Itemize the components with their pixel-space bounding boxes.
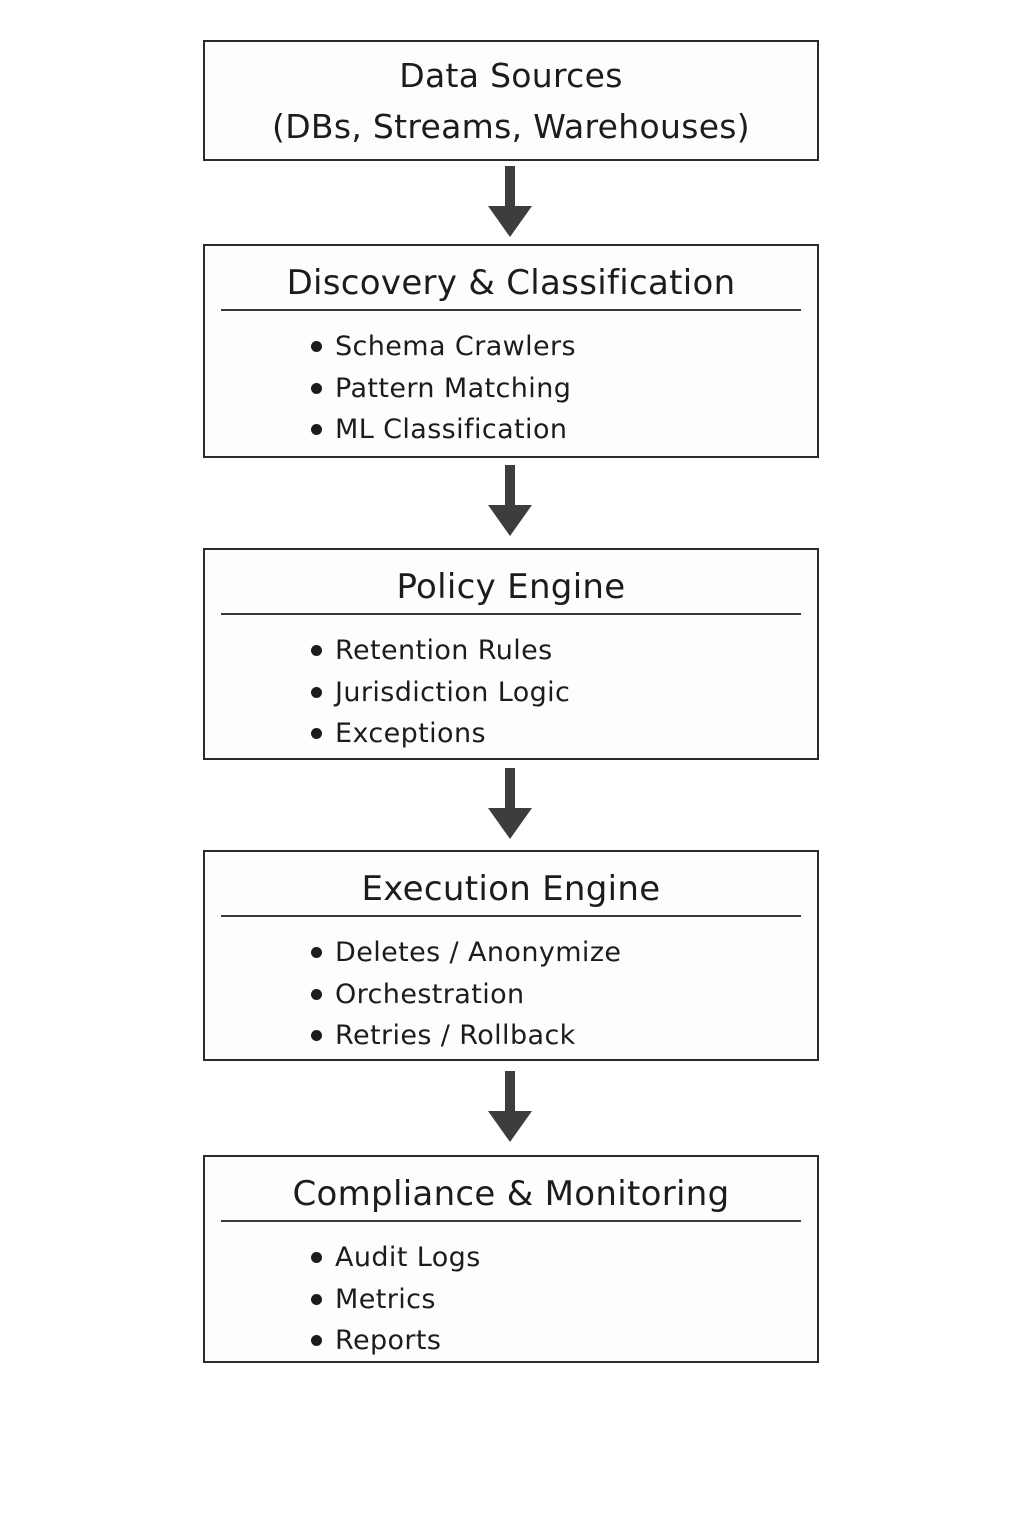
bullet-icon	[311, 1252, 322, 1263]
list-item: Schema Crawlers	[309, 326, 576, 368]
stage-title: Compliance & Monitoring	[292, 1174, 730, 1214]
stage-item-list: Schema Crawlers Pattern Matching ML Clas…	[309, 326, 576, 451]
bullet-icon	[311, 988, 322, 1000]
stage-title: Execution Engine	[361, 869, 661, 909]
flow-arrow-down-icon	[488, 1071, 532, 1142]
bullet-icon	[311, 341, 322, 352]
stage-divider	[221, 613, 801, 615]
data-sources-subtitle: (DBs, Streams, Warehouses)	[272, 106, 750, 146]
stage-divider	[221, 1220, 801, 1222]
list-item: Retries / Rollback	[309, 1015, 621, 1057]
bullet-icon	[311, 1335, 322, 1346]
list-item-label: Pattern Matching	[335, 372, 572, 404]
stage-box-discovery: Discovery & Classification Schema Crawle…	[203, 244, 819, 458]
stage-item-list: Deletes / Anonymize Orchestration Retrie…	[309, 932, 621, 1057]
list-item-label: Deletes / Anonymize	[335, 937, 622, 968]
flow-arrow-down-icon	[488, 768, 532, 839]
flow-arrow-down-icon	[488, 465, 532, 536]
list-item: Audit Logs	[309, 1237, 481, 1279]
list-item-label: ML Classification	[335, 414, 568, 445]
list-item-label: Orchestration	[335, 978, 525, 1010]
stage-box-policy: Policy Engine Retention Rules Jurisdicti…	[203, 548, 819, 760]
list-item: Reports	[309, 1320, 481, 1362]
stage-item-list: Retention Rules Jurisdiction Logic Excep…	[309, 630, 570, 755]
bullet-icon	[311, 382, 322, 394]
list-item: Pattern Matching	[309, 368, 576, 410]
list-item: Exceptions	[309, 713, 570, 755]
data-sources-title: Data Sources	[399, 55, 623, 95]
list-item-label: Exceptions	[335, 718, 486, 749]
list-item: Orchestration	[309, 974, 621, 1016]
list-item: Metrics	[309, 1279, 481, 1321]
bullet-icon	[311, 645, 322, 656]
stage-item-list: Audit Logs Metrics Reports	[309, 1237, 481, 1362]
stage-title: Discovery & Classification	[286, 263, 736, 303]
list-item-label: Schema Crawlers	[335, 331, 576, 362]
list-item: Deletes / Anonymize	[309, 932, 621, 974]
bullet-icon	[311, 728, 322, 739]
list-item-label: Audit Logs	[335, 1242, 481, 1273]
bullet-icon	[311, 947, 322, 958]
bullet-icon	[311, 1293, 322, 1305]
list-item-label: Metrics	[335, 1283, 436, 1315]
stage-divider	[221, 915, 801, 917]
stage-title: Policy Engine	[396, 567, 626, 607]
list-item-label: Reports	[335, 1325, 442, 1356]
bullet-icon	[311, 1030, 322, 1041]
stage-divider	[221, 309, 801, 311]
list-item: Retention Rules	[309, 630, 570, 672]
list-item-label: Jurisdiction Logic	[335, 676, 571, 708]
list-item: Jurisdiction Logic	[309, 672, 570, 714]
list-item: ML Classification	[309, 409, 576, 451]
stage-box-compliance: Compliance & Monitoring Audit Logs Metri…	[203, 1155, 819, 1363]
bullet-icon	[311, 424, 322, 435]
list-item-label: Retention Rules	[335, 635, 553, 666]
bullet-icon	[311, 686, 322, 698]
data-sources-box: Data Sources (DBs, Streams, Warehouses)	[203, 40, 819, 161]
flow-arrow-down-icon	[488, 166, 532, 237]
list-item-label: Retries / Rollback	[335, 1020, 576, 1051]
stage-box-execution: Execution Engine Deletes / Anonymize Orc…	[203, 850, 819, 1061]
